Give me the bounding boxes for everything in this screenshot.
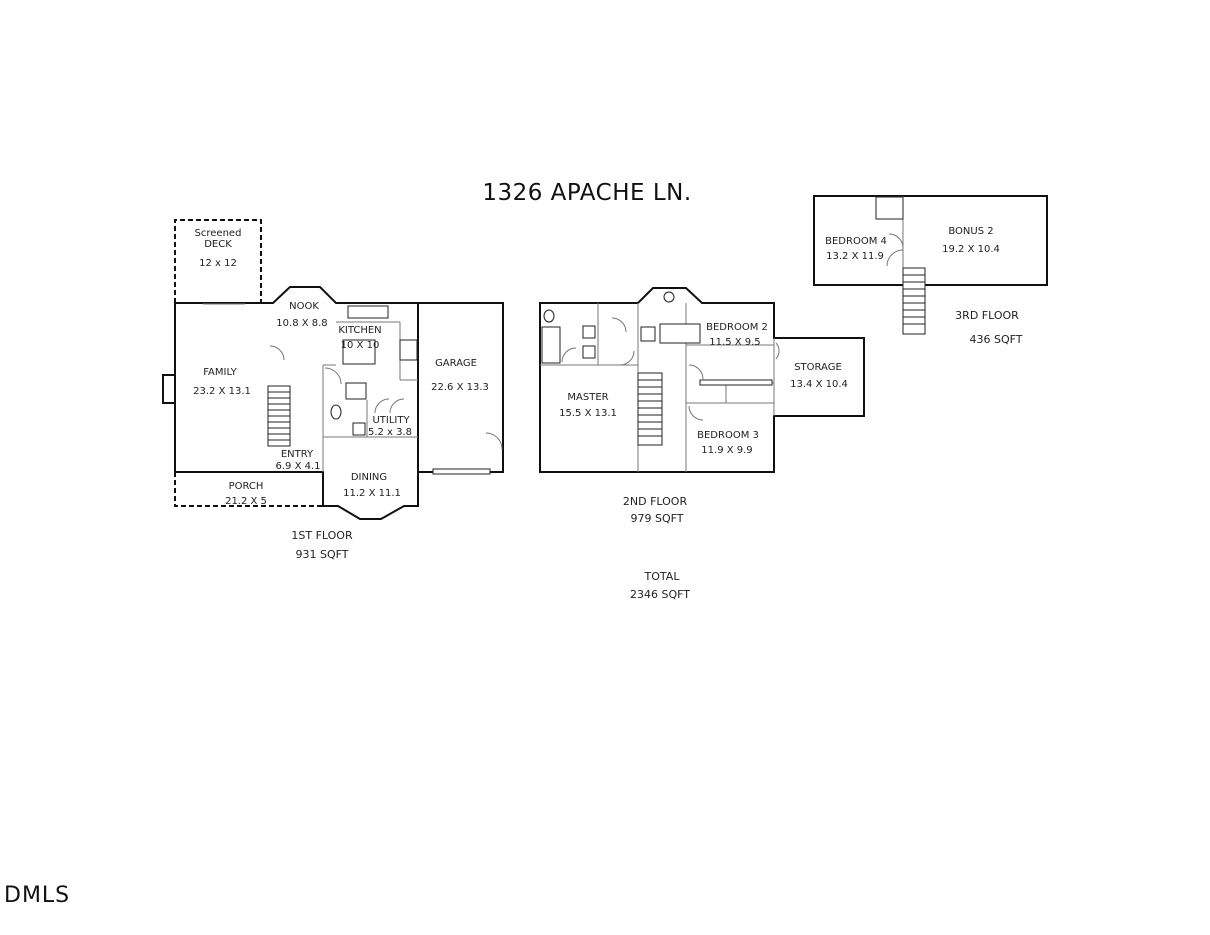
- master-label: MASTER: [567, 392, 608, 403]
- total-area: 2346 SQFT: [630, 588, 690, 601]
- third-floor-plan: BEDROOM 4 13.2 X 11.9 BONUS 2 19.2 X 10.…: [813, 195, 1048, 346]
- second-floor-label: 2ND FLOOR: [623, 495, 688, 508]
- storage-dims: 13.4 X 10.4: [790, 379, 848, 390]
- master-dims: 15.5 X 13.1: [559, 408, 617, 419]
- porch-outline: [174, 472, 324, 507]
- bedroom3-dims: 11.9 X 9.9: [701, 445, 752, 456]
- second-floor-area: 979 SQFT: [631, 512, 684, 525]
- family-label: FAMILY: [203, 367, 237, 378]
- screened-deck-dims: 12 x 12: [199, 258, 237, 269]
- first-floor-area: 931 SQFT: [296, 548, 349, 561]
- kitchen-dims: 10 X 10: [341, 340, 380, 351]
- first-floor-plan: Screened DECK 12 x 12 NOOK 10.8 X 8.8 KI…: [162, 219, 504, 561]
- garage-label: GARAGE: [435, 358, 477, 369]
- bedroom4-dims: 13.2 X 11.9: [826, 251, 884, 262]
- watermark-logo: DMLS: [4, 883, 70, 908]
- screened-deck-outline: [174, 219, 262, 303]
- dining-label: DINING: [351, 472, 387, 483]
- bonus2-dims: 19.2 X 10.4: [942, 244, 1000, 255]
- third-floor-label: 3RD FLOOR: [955, 309, 1019, 322]
- bedroom2-dims: 11.5 X 9.5: [709, 337, 760, 348]
- second-floor-plan: BEDROOM 2 11.5 X 9.5 STORAGE 13.4 X 10.4…: [539, 287, 865, 525]
- porch-label: PORCH: [229, 481, 264, 492]
- porch-dims: 21.2 X 5: [225, 496, 267, 507]
- screened-deck-label-2: DECK: [204, 239, 232, 250]
- third-floor-stairs: [902, 267, 926, 335]
- entry-label: ENTRY: [281, 449, 314, 460]
- nook-label: NOOK: [289, 301, 319, 312]
- utility-dims: 5.2 x 3.8: [368, 427, 412, 438]
- entry-dims: 6.9 X 4.1: [275, 461, 320, 472]
- screened-deck-label: Screened: [195, 228, 242, 239]
- total-label: TOTAL: [644, 570, 681, 583]
- utility-label: UTILITY: [372, 415, 410, 426]
- second-floor-stairs: [637, 372, 663, 446]
- bonus2-label: BONUS 2: [948, 226, 993, 237]
- storage-label: STORAGE: [794, 362, 842, 373]
- bedroom2-label: BEDROOM 2: [706, 322, 768, 333]
- fireplace: [162, 374, 176, 404]
- nook-dims: 10.8 X 8.8: [276, 318, 327, 329]
- first-floor-stairs: [267, 385, 291, 447]
- third-floor-area: 436 SQFT: [970, 333, 1023, 346]
- kitchen-label: KITCHEN: [338, 325, 381, 336]
- plan-title: 1326 APACHE LN.: [482, 180, 691, 206]
- bedroom3-label: BEDROOM 3: [697, 430, 759, 441]
- family-dims: 23.2 X 13.1: [193, 386, 251, 397]
- first-floor-label: 1ST FLOOR: [291, 529, 353, 542]
- garage-dims: 22.6 X 13.3: [431, 382, 489, 393]
- bedroom4-label: BEDROOM 4: [825, 236, 887, 247]
- third-floor-outline: [813, 195, 1048, 286]
- first-floor-outline: [174, 286, 504, 520]
- dining-dims: 11.2 X 11.1: [343, 488, 401, 499]
